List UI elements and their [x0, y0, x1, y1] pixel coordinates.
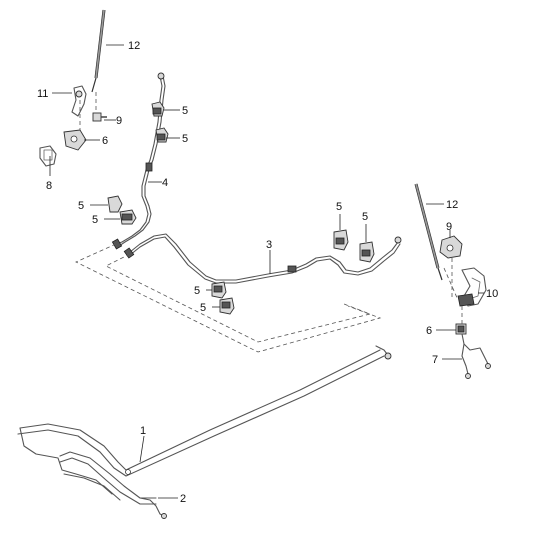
callout-8: 8 — [46, 180, 52, 192]
callout-1: 1 — [140, 425, 146, 437]
callout-6-left: 6 — [102, 135, 108, 147]
clip-right-6 — [455, 323, 467, 335]
callout-12-left: 12 — [128, 40, 140, 52]
callout-5-a: 5 — [182, 105, 188, 117]
callout-12-right: 12 — [446, 199, 458, 211]
callout-9-right: 9 — [446, 221, 452, 233]
callout-5-e: 5 — [336, 201, 342, 213]
callout-5-h: 5 — [200, 302, 206, 314]
clip-5-a — [151, 101, 165, 117]
clip-5-c — [107, 195, 123, 213]
callout-5-g: 5 — [194, 285, 200, 297]
bracket-right-10 — [457, 267, 487, 307]
callout-3: 3 — [266, 239, 272, 251]
bracket-left-upper — [71, 85, 87, 117]
clip-5-d — [119, 209, 137, 225]
callout-10: 10 — [486, 288, 498, 300]
leader-lines — [49, 44, 484, 499]
clip-5-h — [219, 297, 235, 315]
callout-5-d: 5 — [92, 214, 98, 226]
callout-6-right: 6 — [426, 325, 432, 337]
bracket-right-upper — [439, 235, 463, 259]
brake-line-1 — [17, 345, 392, 505]
callout-9-left: 9 — [116, 115, 122, 127]
callout-2: 2 — [180, 493, 186, 505]
pipe-end-2 — [139, 497, 167, 519]
callout-11: 11 — [37, 88, 48, 100]
clip-5-e — [333, 229, 349, 251]
clip-left — [39, 145, 57, 167]
gas-strut-left — [91, 9, 106, 93]
brake-line-4 — [111, 72, 166, 250]
bolt-left — [92, 112, 107, 122]
brake-line-3 — [123, 233, 402, 284]
gas-strut-right — [414, 183, 443, 281]
callout-7: 7 — [432, 354, 438, 366]
hose-right-7 — [461, 333, 491, 379]
clip-5-g — [211, 281, 227, 299]
callout-4: 4 — [162, 177, 168, 189]
bracket-left-lower — [63, 129, 87, 151]
callout-5-b: 5 — [182, 133, 188, 145]
callout-5-c: 5 — [78, 200, 84, 212]
clip-5-f — [359, 241, 375, 263]
clip-5-b — [155, 127, 169, 143]
callout-5-f: 5 — [362, 211, 368, 223]
